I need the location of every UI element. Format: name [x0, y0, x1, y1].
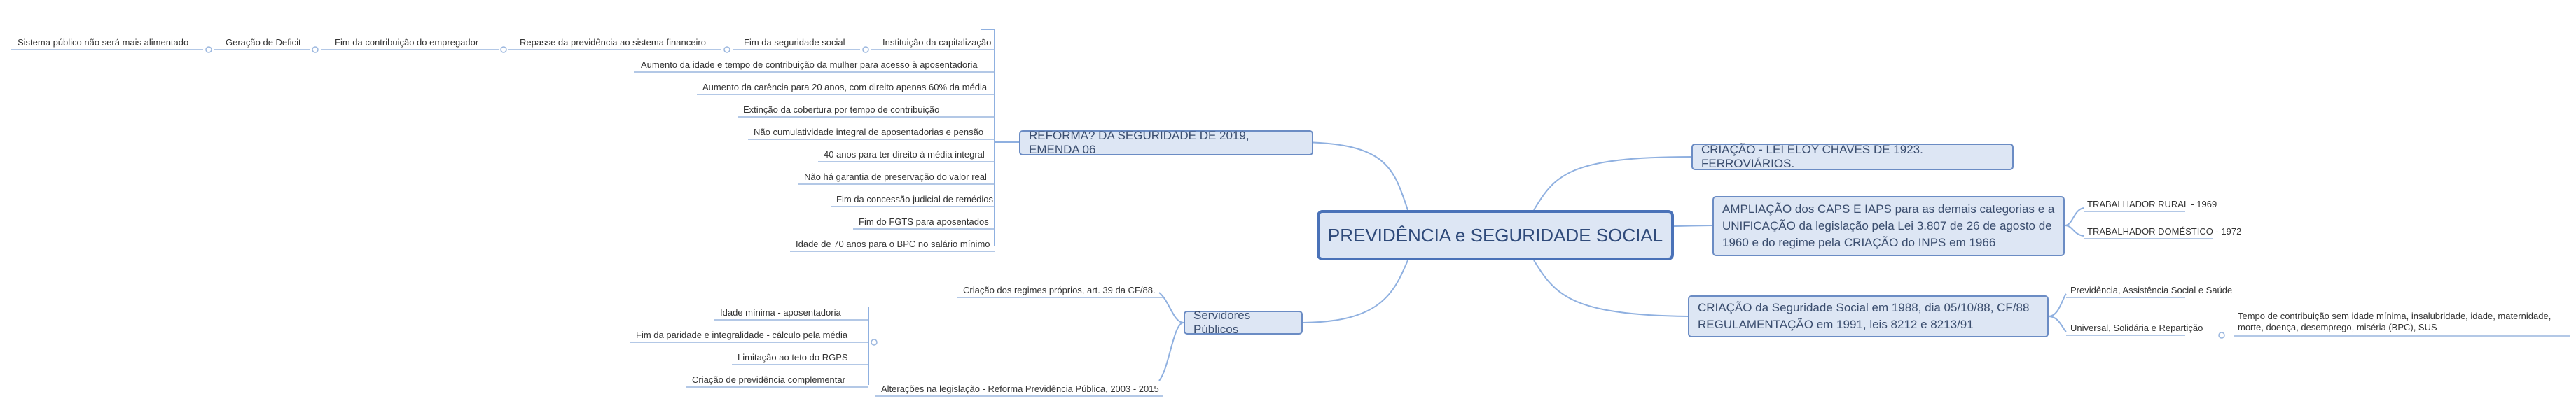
- topic-servidores[interactable]: Servidores Públicos: [1184, 309, 1303, 336]
- reforma-item[interactable]: Não cumulatividade integral de aposentad…: [754, 127, 984, 137]
- reforma-item[interactable]: Fim da concessão judicial de remédios: [836, 194, 993, 204]
- topic-seguridade[interactable]: CRIAÇÃO da Seguridade Social em 1988, di…: [1688, 295, 2049, 337]
- seguridade-tripe[interactable]: Previdência, Assistência Social e Saúde: [2070, 285, 2233, 295]
- topic-reforma[interactable]: REFORMA? DA SEGURIDADE DE 2019, EMENDA 0…: [1019, 129, 1313, 156]
- alteracoes-item[interactable]: Limitação ao teto do RGPS: [738, 352, 848, 363]
- reforma-item[interactable]: Não há garantia de preservação do valor …: [804, 172, 987, 182]
- alteracoes-item[interactable]: Criação de previdência complementar: [692, 374, 845, 385]
- chain-item-1[interactable]: Sistema público não será mais alimentado: [18, 37, 189, 48]
- ampliacao-item[interactable]: TRABALHADOR DOMÉSTICO - 1972: [2087, 226, 2242, 237]
- chain-item-2[interactable]: Geração de Deficit: [226, 37, 301, 48]
- reforma-item[interactable]: Idade de 70 anos para o BPC no salário m…: [796, 239, 990, 249]
- reforma-item[interactable]: Aumento da carência para 20 anos, com di…: [702, 82, 988, 92]
- alteracoes-item[interactable]: Idade mínima - aposentadoria: [720, 307, 841, 318]
- servidores-alteracoes[interactable]: Alterações na legislação - Reforma Previ…: [881, 384, 1159, 394]
- topic-ampliacao[interactable]: AMPLIAÇÃO dos CAPS E IAPS para as demais…: [1712, 196, 2065, 256]
- reforma-item[interactable]: Extinção da cobertura por tempo de contr…: [743, 104, 940, 115]
- reforma-item[interactable]: 40 anos para ter direito à média integra…: [824, 149, 985, 160]
- topic-criacao-eloy[interactable]: CRIAÇÃO - LEI ELOY CHAVES DE 1923. FERRO…: [1691, 143, 2014, 170]
- ampliacao-item[interactable]: TRABALHADOR RURAL - 1969: [2087, 199, 2217, 209]
- reforma-item[interactable]: Fim do FGTS para aposentados: [859, 216, 989, 227]
- root-topic[interactable]: PREVIDÊNCIA e SEGURIDADE SOCIAL: [1317, 210, 1674, 260]
- principio-detail[interactable]: Tempo de contribuição sem idade mínima, …: [2238, 311, 2551, 332]
- alteracoes-item[interactable]: Fim da paridade e integralidade - cálcul…: [636, 330, 848, 340]
- chain-item-6[interactable]: Instituição da capitalização: [882, 37, 992, 48]
- chain-item-3[interactable]: Fim da contribuição do empregador: [335, 37, 479, 48]
- chain-item-4[interactable]: Repasse da previdência ao sistema financ…: [520, 37, 706, 48]
- reforma-item[interactable]: Aumento da idade e tempo de contribuição…: [641, 59, 978, 70]
- chain-item-5[interactable]: Fim da seguridade social: [744, 37, 845, 48]
- servidores-regimes[interactable]: Criação dos regimes próprios, art. 39 da…: [963, 285, 1156, 295]
- seguridade-principio[interactable]: Universal, Solidária e Repartição: [2070, 323, 2203, 333]
